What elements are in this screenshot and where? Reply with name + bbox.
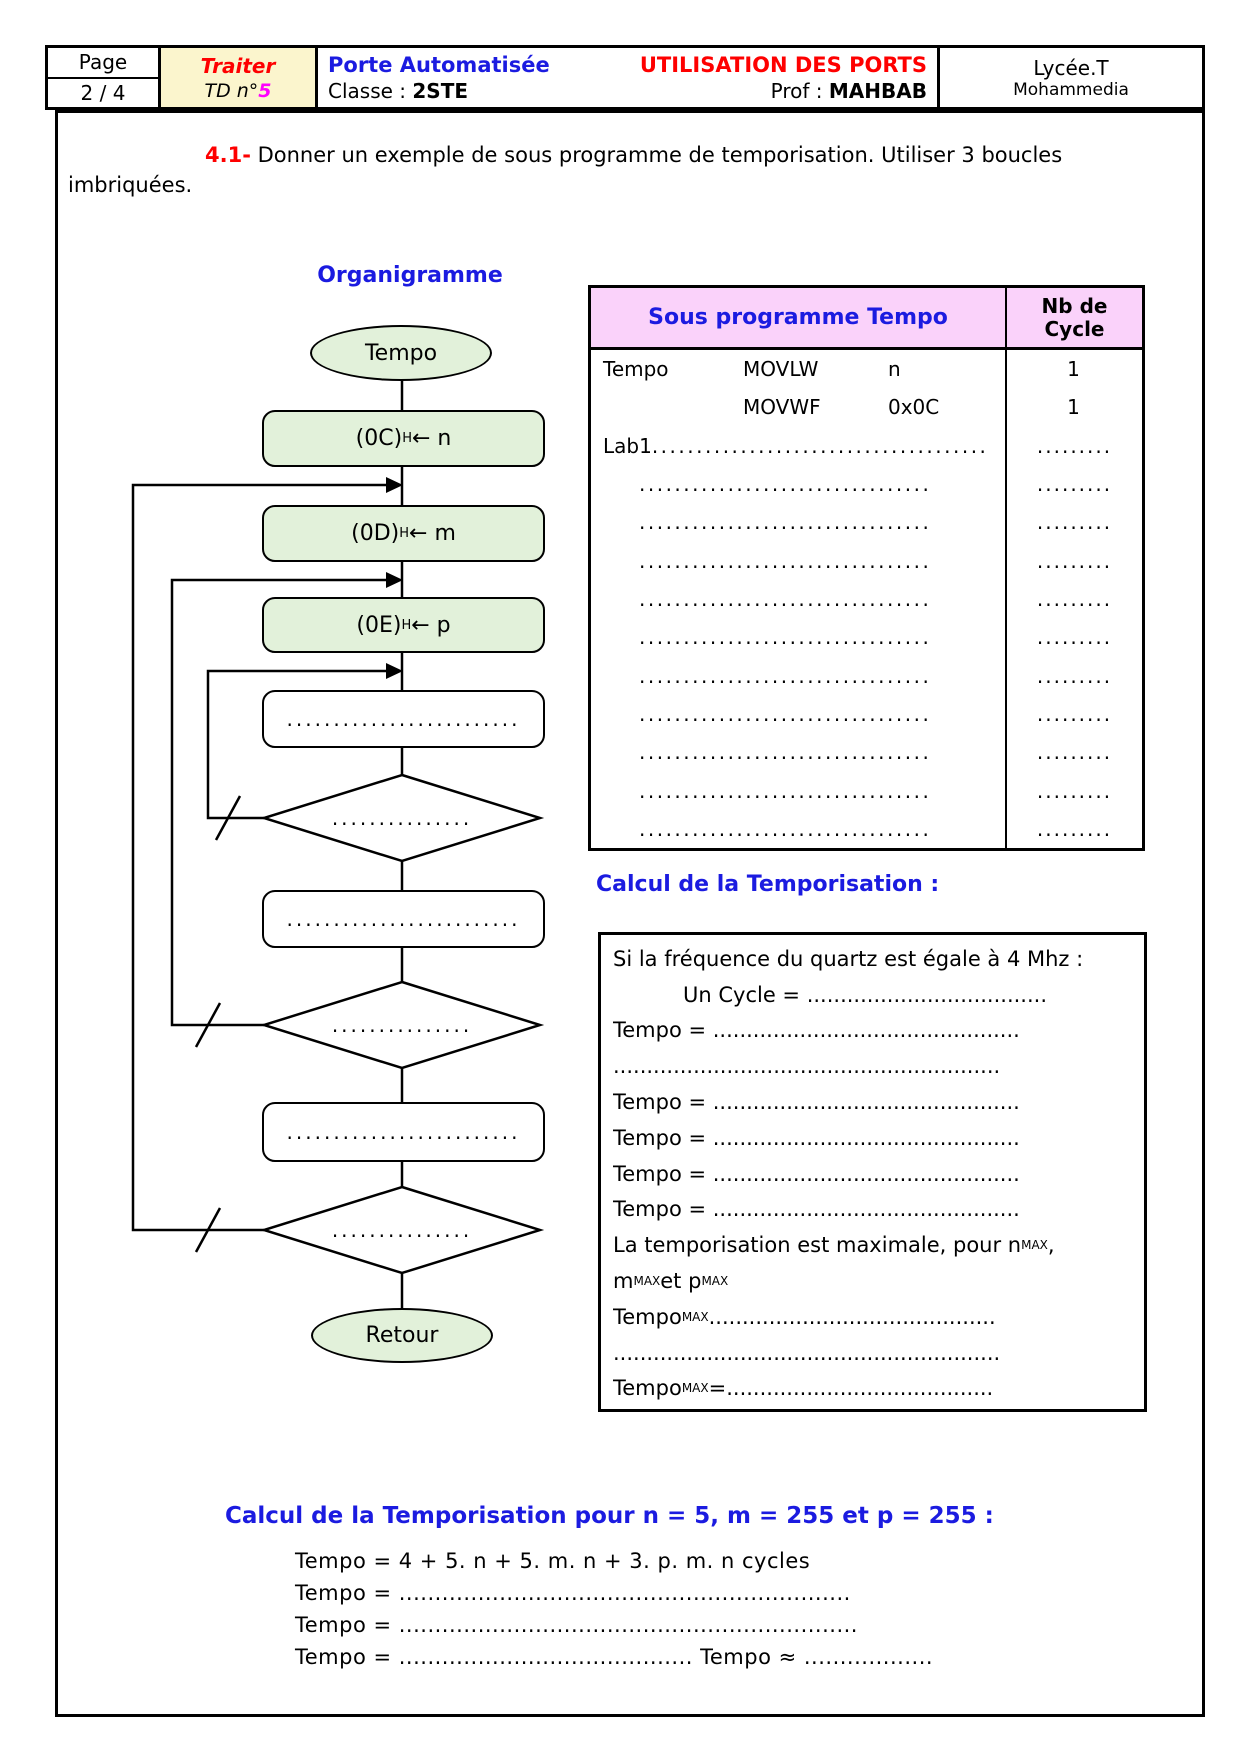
calc2-line: Tempo = 4 + 5. n + 5. m. n + 3. p. m. n … (295, 1549, 811, 1573)
table-row: Lab1....................................… (591, 426, 1142, 465)
calc-heading: Calcul de la Temporisation : (596, 872, 940, 897)
traiter-label: Traiter (200, 53, 276, 78)
calc-line: Un Cycle = .............................… (683, 982, 1048, 1007)
calc-line: Tempo = ................................… (613, 1161, 1020, 1186)
table-row: ................................. ......… (591, 809, 1142, 849)
blank-process-box-2: ......................... (262, 890, 545, 948)
calc-line: ........................................… (613, 1340, 1001, 1365)
branch-slash (194, 795, 242, 1253)
question-line2: imbriquées. (68, 173, 193, 197)
calc-line: Si la fréquence du quartz est égale à 4 … (613, 946, 1084, 971)
calc-line: Tempo MAX =.............................… (613, 1376, 994, 1401)
calc2-lines: Tempo = 4 + 5. n + 5. m. n + 3. p. m. n … (295, 1545, 933, 1673)
calc-line: Tempo = ................................… (613, 1018, 1020, 1043)
assign-box-n: (0C)H ← n (262, 410, 545, 467)
table-row: ................................. ......… (591, 694, 1142, 734)
classe-line: Classe : 2STE (328, 78, 468, 103)
calc-line: Tempo = ................................… (613, 1090, 1020, 1115)
table-row: ................................. ......… (591, 733, 1142, 772)
program-table-header: Sous programme Tempo Nb de Cycle (591, 288, 1142, 350)
page-number: 2 / 4 (80, 80, 126, 105)
blank-process-box-1: ......................... (262, 690, 545, 748)
calc2-line: Tempo = ................................… (295, 1645, 934, 1669)
table-row: ................................. ......… (591, 464, 1142, 504)
calc-line: Tempo = ................................… (613, 1197, 1020, 1222)
calc-box: Si la fréquence du quartz est égale à 4 … (598, 932, 1147, 1412)
calc2-heading: Calcul de la Temporisation pour n = 5, m… (225, 1503, 994, 1529)
ports-title: UTILISATION DES PORTS (639, 52, 927, 77)
school-city: Mohammedia (1013, 79, 1129, 100)
decision-label-1: ............... (331, 806, 473, 830)
loop-outer (131, 483, 388, 1232)
calc-line: ........................................… (613, 1054, 1001, 1079)
calc-line: Tempo MAX ..............................… (613, 1304, 996, 1329)
question-line1: 4.1- Donner un exemple de sous programme… (205, 143, 1063, 167)
table-row: ................................. ......… (591, 618, 1142, 657)
school-cell: Lycée.T Mohammedia (940, 48, 1202, 107)
decision-label-3: ............... (331, 1218, 473, 1242)
table-row: ................................. ......… (591, 541, 1142, 580)
decision-diamond (259, 773, 545, 1275)
loop-arrowhead (386, 477, 403, 679)
td-cell: Traiter TD n°5 (161, 48, 318, 107)
table-row: ................................. ......… (591, 503, 1142, 542)
cycles-header: Nb de Cycle (1007, 288, 1142, 347)
title-cell: Porte Automatisée UTILISATION DES PORTS … (318, 48, 940, 107)
calc-line: Tempo = ................................… (613, 1125, 1020, 1150)
blank-process-box-3: ......................... (262, 1102, 545, 1162)
assign-box-m: (0D)H ← m (262, 505, 545, 562)
doc-title: Porte Automatisée (328, 52, 550, 77)
table-title: Sous programme Tempo (591, 288, 1007, 347)
flowchart-title: Organigramme (317, 263, 503, 288)
page-label: Page (48, 48, 158, 79)
loop-middle (170, 578, 388, 1027)
loop-inner (206, 669, 388, 820)
table-row: ................................. ......… (591, 771, 1142, 810)
assign-box-p: (0E)H ← p (262, 597, 545, 653)
calc2-line: Tempo = ................................… (295, 1581, 851, 1605)
table-row: ................................. ......… (591, 579, 1142, 619)
decision-label-2: ............... (331, 1013, 473, 1037)
table-row: ................................. ......… (591, 656, 1142, 695)
page-cell: Page 2 / 4 (48, 48, 161, 107)
td-number: TD n°5 (204, 79, 272, 102)
flowchart-connectors (131, 378, 545, 1310)
header-table: Page 2 / 4 Traiter TD n°5 Porte Automati… (45, 45, 1205, 110)
school-name: Lycée.T (1033, 55, 1109, 80)
start-terminal: Tempo (310, 325, 492, 381)
question-number: 4.1- (205, 143, 251, 167)
prof-line: Prof : MAHBAB (770, 78, 927, 103)
end-terminal: Retour (311, 1308, 493, 1363)
calc2-line: Tempo = ................................… (295, 1613, 858, 1637)
